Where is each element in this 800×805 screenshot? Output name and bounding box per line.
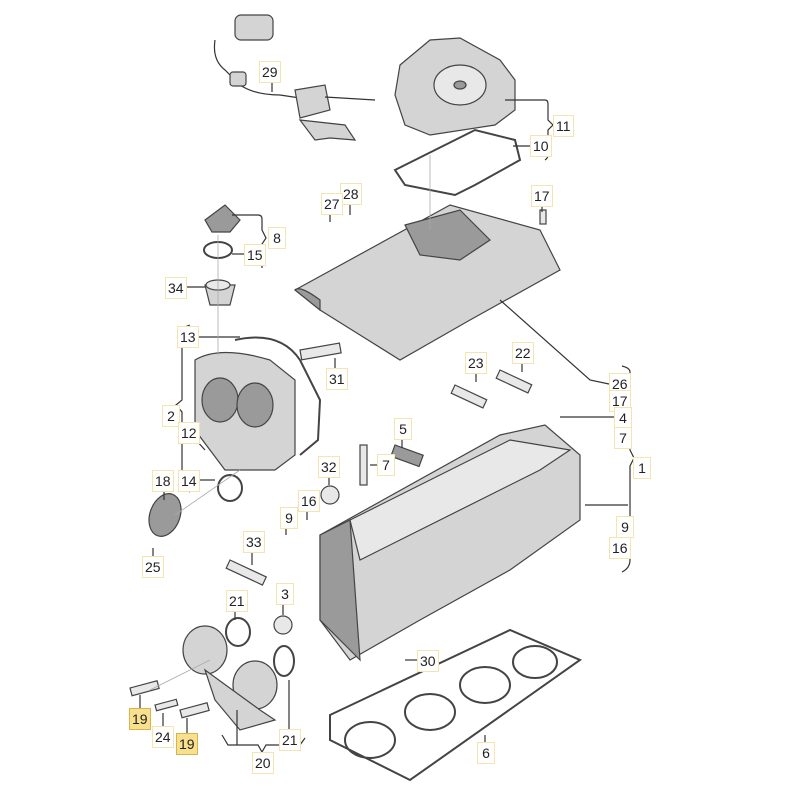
cylinder-head-part xyxy=(319,424,581,662)
plug-32 xyxy=(320,485,340,505)
callout-29[interactable]: 29 xyxy=(259,61,281,83)
callout-17-bolt[interactable]: 17 xyxy=(531,185,553,207)
callout-27[interactable]: 27 xyxy=(321,193,343,215)
callout-21-lower[interactable]: 21 xyxy=(279,729,301,751)
oil-filler-cap-part xyxy=(203,204,241,306)
o-ring-14 xyxy=(217,474,243,502)
valve-cover-part xyxy=(293,204,561,361)
sensor-wheel-part xyxy=(148,493,182,537)
callout-15[interactable]: 15 xyxy=(244,244,266,266)
pin-31 xyxy=(299,342,342,361)
plug-3 xyxy=(273,615,293,635)
callout-19-highlighted-right[interactable]: 19 xyxy=(176,733,198,755)
bracket-5 xyxy=(390,444,424,468)
callout-14[interactable]: 14 xyxy=(178,470,200,492)
pin-22 xyxy=(495,369,533,394)
callout-32[interactable]: 32 xyxy=(318,456,340,478)
pin-23 xyxy=(450,384,488,409)
callout-23[interactable]: 23 xyxy=(465,352,487,374)
callout-7-group[interactable]: 7 xyxy=(614,427,632,449)
head-gasket-part xyxy=(329,628,583,782)
callout-34[interactable]: 34 xyxy=(165,277,187,299)
callout-33[interactable]: 33 xyxy=(243,531,265,553)
callout-20[interactable]: 20 xyxy=(252,752,274,774)
callout-7-bolt[interactable]: 7 xyxy=(377,454,395,476)
pin-33 xyxy=(225,559,268,586)
bolt-17 xyxy=(539,209,547,225)
o-ring-21a xyxy=(225,617,251,647)
callout-6[interactable]: 6 xyxy=(477,742,495,764)
callout-25[interactable]: 25 xyxy=(142,556,164,578)
callout-4[interactable]: 4 xyxy=(614,407,632,429)
camshaft-housing-cover-part xyxy=(194,336,322,471)
callout-13[interactable]: 13 xyxy=(177,326,199,348)
callout-24[interactable]: 24 xyxy=(152,726,174,748)
callout-31[interactable]: 31 xyxy=(326,368,348,390)
breather-hose-part xyxy=(213,14,376,141)
callout-2[interactable]: 2 xyxy=(162,405,180,427)
bolt-19b xyxy=(179,702,210,719)
oil-separator-part xyxy=(394,37,516,136)
o-ring-21b xyxy=(273,645,295,677)
callout-30[interactable]: 30 xyxy=(417,650,439,672)
callout-3[interactable]: 3 xyxy=(276,583,294,605)
callout-5[interactable]: 5 xyxy=(394,418,412,440)
separator-gasket-part xyxy=(393,128,522,197)
callout-17-group[interactable]: 17 xyxy=(609,390,631,412)
leader-lines xyxy=(139,83,635,754)
callout-11[interactable]: 11 xyxy=(553,115,574,137)
callout-18[interactable]: 18 xyxy=(152,470,174,492)
callout-26[interactable]: 26 xyxy=(609,373,631,395)
callout-16-stud[interactable]: 16 xyxy=(298,490,320,512)
callout-16-group[interactable]: 16 xyxy=(609,537,631,559)
callout-9-stud[interactable]: 9 xyxy=(280,507,298,529)
callout-19-highlighted-left[interactable]: 19 xyxy=(129,708,151,730)
callout-1[interactable]: 1 xyxy=(633,457,651,479)
bolt-24 xyxy=(154,698,179,712)
callout-21-upper[interactable]: 21 xyxy=(226,590,248,612)
callout-8[interactable]: 8 xyxy=(268,227,286,249)
bolt-7 xyxy=(359,444,368,486)
callout-9-group[interactable]: 9 xyxy=(616,516,634,538)
vacuum-pump-part xyxy=(182,625,278,731)
callout-12[interactable]: 12 xyxy=(178,422,200,444)
callout-28[interactable]: 28 xyxy=(340,183,362,205)
callout-10[interactable]: 10 xyxy=(530,135,552,157)
assembly-guide-lines xyxy=(149,155,431,691)
bolt-19a xyxy=(129,680,160,697)
callout-22[interactable]: 22 xyxy=(512,342,534,364)
